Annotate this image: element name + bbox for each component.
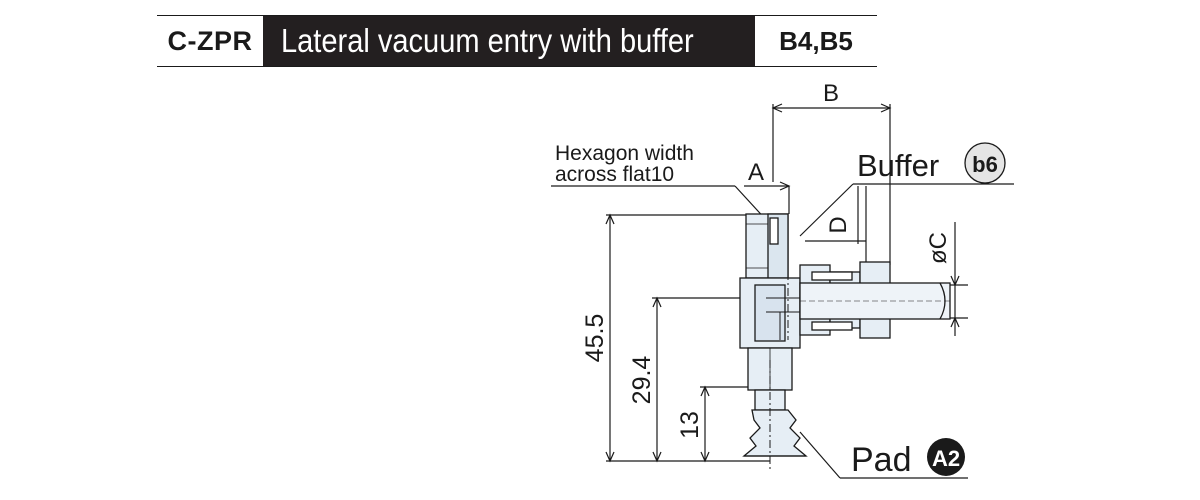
pad-label: Pad [851, 441, 912, 479]
variant-codes: B4,B5 [779, 25, 853, 56]
buffer-badge: b6 [964, 142, 1006, 184]
dim-d-label: D [825, 216, 852, 233]
dim-a-label: A [748, 159, 764, 186]
dim-b-label: B [823, 80, 839, 107]
hexagon-leader [551, 185, 769, 223]
hexagon-label-line2: across flat10 [555, 163, 674, 186]
dim-height-total: 45.5 [581, 314, 609, 363]
dim-d [805, 186, 867, 270]
dim-a [744, 181, 791, 214]
buffer-fitting [799, 261, 951, 339]
dim-height-mid: 29.4 [628, 356, 656, 405]
dim-c-label: øC [925, 232, 952, 264]
dim-heights [605, 213, 770, 463]
buffer-label: Buffer [857, 148, 939, 183]
buffer-badge-text: b6 [972, 152, 998, 177]
pad-badge: A2 [927, 438, 965, 476]
pad-badge-text: A2 [932, 446, 960, 471]
internal-passage [766, 240, 800, 470]
model-code: C-ZPR [167, 25, 253, 56]
page-title-text: Lateral vacuum entry with buffer [281, 22, 694, 59]
dim-b [771, 103, 892, 265]
buffer-leader [799, 183, 1014, 237]
dim-height-low: 13 [676, 411, 704, 439]
page-title: Lateral vacuum entry with buffer [263, 16, 755, 66]
title-bar: C-ZPR Lateral vacuum entry with buffer B… [157, 15, 877, 67]
hexagon-label-line1: Hexagon width [555, 142, 694, 165]
pad-leader [799, 431, 968, 479]
fitting-body [739, 213, 808, 457]
